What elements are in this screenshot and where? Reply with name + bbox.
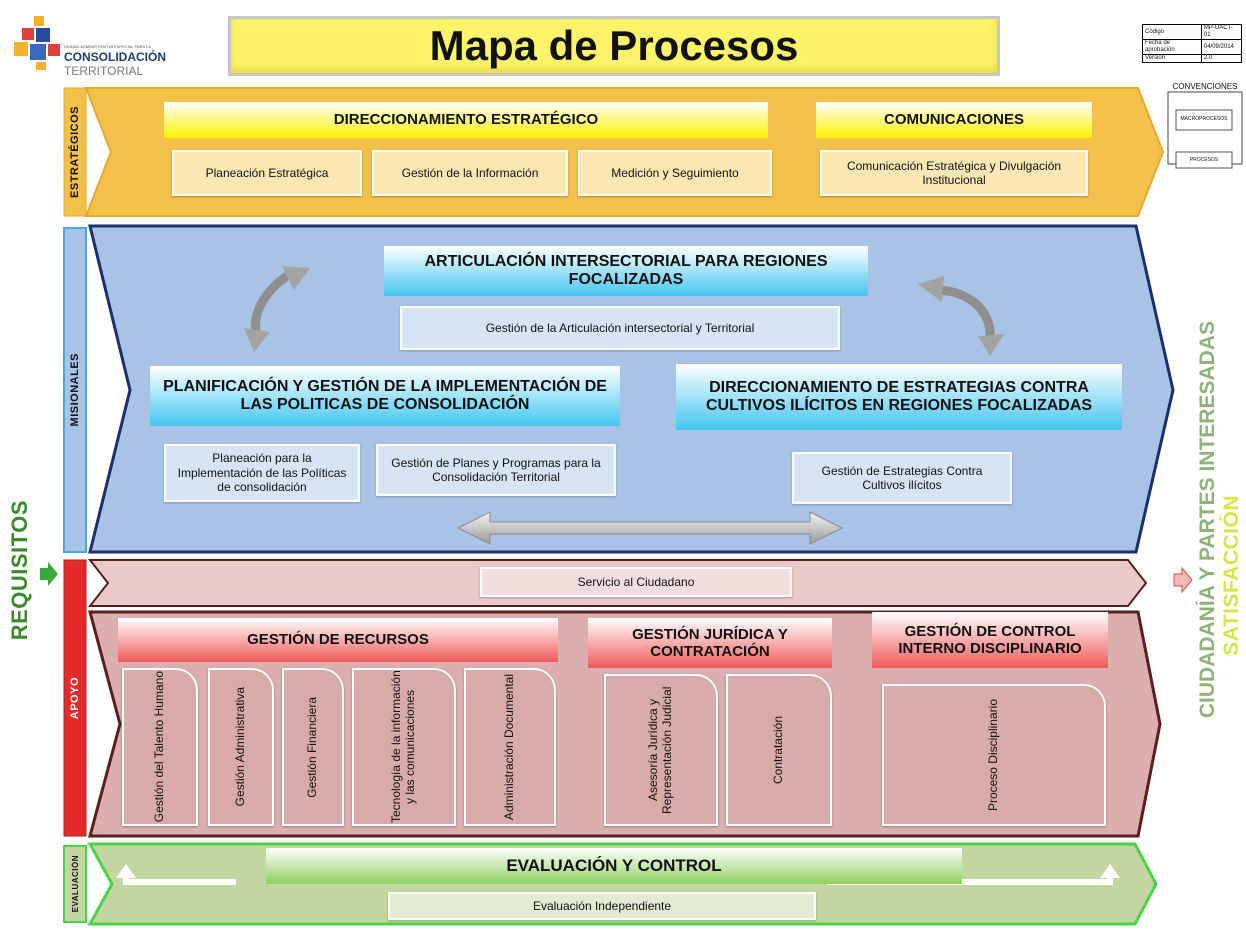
process-gestion-estrategias-cultivos: Gestión de Estrategias Contra Cultivos i…	[792, 452, 1012, 504]
curved-arrow-right	[934, 285, 995, 339]
process-gestion-financiera: Gestión Financiera	[282, 668, 344, 826]
doc-date-value: 04/09/2014	[1200, 39, 1243, 55]
logo-tagline: UNIDAD ADMINISTRATIVA ESPECIAL PARA LA	[64, 44, 151, 49]
process-gestion-articulacion: Gestión de la Articulación intersectoria…	[400, 306, 840, 350]
process-medicion-seguimiento: Medición y Seguimiento	[578, 150, 772, 196]
process-planeacion-estrategica: Planeación Estratégica	[172, 150, 362, 196]
process-gestion-financiera-label: Gestión Financiera	[305, 696, 320, 798]
macro-gestion-recursos: GESTIÓN DE RECURSOS	[118, 618, 558, 662]
macro-planificacion-gestion: PLANIFICACIÓN Y GESTIÓN DE LA IMPLEMENTA…	[150, 366, 620, 426]
logo-line1: CONSOLIDACIÓN	[64, 50, 166, 64]
logo-line2: TERRITORIAL	[64, 64, 144, 78]
tab-misionales: MISIONALES	[69, 353, 81, 427]
doc-code-value: MP-UACT-01	[1200, 24, 1243, 40]
macro-evaluacion-control: EVALUACIÓN Y CONTROL	[266, 848, 962, 884]
process-asesoria-juridica: Asesoría Jurídica y Representación Judic…	[604, 674, 718, 826]
legend-macro: MACROPROCESOS	[1180, 116, 1228, 122]
macro-articulacion-intersectorial: ARTICULACIÓN INTERSECTORIAL PARA REGIONE…	[384, 246, 868, 296]
macro-direccionamiento-cultivos: DIRECCIONAMIENTO DE ESTRATEGIAS CONTRA C…	[676, 364, 1122, 430]
process-gestion-administrativa: Gestión Administrativa	[208, 668, 274, 826]
requisitos-label: REQUISITOS	[7, 499, 32, 641]
process-disciplinario-label: Proceso Disciplinario	[986, 698, 1001, 812]
process-servicio-ciudadano: Servicio al Ciudadano	[480, 567, 792, 597]
page-title: Mapa de Procesos	[429, 22, 799, 69]
process-gestion-informacion: Gestión de la Información	[372, 150, 568, 196]
macro-control-interno-disciplinario: GESTIÓN DE CONTROL INTERNO DISCIPLINARIO	[872, 612, 1108, 668]
macro-gestion-juridica: GESTIÓN JURÍDICA Y CONTRATACIÓN	[588, 618, 832, 668]
process-administracion-documental: Administración Documental	[464, 668, 556, 826]
doc-version-label: Versión	[1142, 54, 1202, 63]
process-planeacion-implementacion: Planeación para la Implementación de las…	[164, 444, 360, 502]
process-asesoria-juridica-label: Asesoría Jurídica y Representación Judic…	[646, 686, 674, 814]
process-tecnologia-informacion: Tecnología de la información y las comun…	[352, 668, 456, 826]
process-disciplinario: Proceso Disciplinario	[882, 684, 1106, 826]
process-contratacion-label: Contratación	[771, 715, 786, 785]
process-gestion-planes-programas: Gestión de Planes y Programas para la Co…	[376, 444, 616, 496]
legend-title: CONVENCIONES	[1172, 82, 1238, 91]
tab-evaluacion: EVALUACIÓN	[70, 855, 80, 913]
doc-date-label: Fecha de aprobación	[1142, 39, 1202, 55]
legend-proc: PROCESOS	[1189, 157, 1219, 163]
requisitos-arrow	[40, 562, 58, 586]
process-evaluacion-independiente: Evaluación Independiente	[388, 892, 816, 920]
macro-direccionamiento-estrategico: DIRECCIONAMIENTO ESTRATÉGICO	[164, 102, 768, 138]
doc-version-value: 2.0	[1200, 54, 1243, 63]
process-contratacion: Contratación	[726, 674, 832, 826]
logo: UNIDAD ADMINISTRATIVA ESPECIAL PARA LA C…	[10, 10, 166, 80]
tab-estrategicos: ESTRATÉGICOS	[69, 106, 81, 198]
satisfaccion-arrow	[1173, 566, 1193, 594]
macro-comunicaciones: COMUNICACIONES	[816, 102, 1092, 138]
horizontal-double-arrow	[456, 511, 844, 545]
process-gestion-administrativa-label: Gestión Administrativa	[233, 687, 248, 807]
process-administracion-documental-label: Administración Documental	[502, 673, 517, 821]
process-talento-humano: Gestión del Talento Humano	[122, 668, 198, 826]
tab-apoyo: APOYO	[69, 676, 81, 720]
process-comunicacion-estrategica: Comunicación Estratégica y Divulgación I…	[820, 150, 1088, 196]
logo-mark-icon	[14, 16, 60, 70]
satisfaccion-label: CIUDADANÍA Y PARTES INTERESADAS SATISFAC…	[1196, 321, 1243, 719]
doc-code-label: Código	[1142, 24, 1202, 40]
page-title-box: Mapa de Procesos	[228, 16, 1000, 76]
process-talento-humano-label: Gestión del Talento Humano	[152, 671, 167, 823]
process-tecnologia-informacion-label: Tecnología de la información y las comun…	[389, 670, 417, 824]
